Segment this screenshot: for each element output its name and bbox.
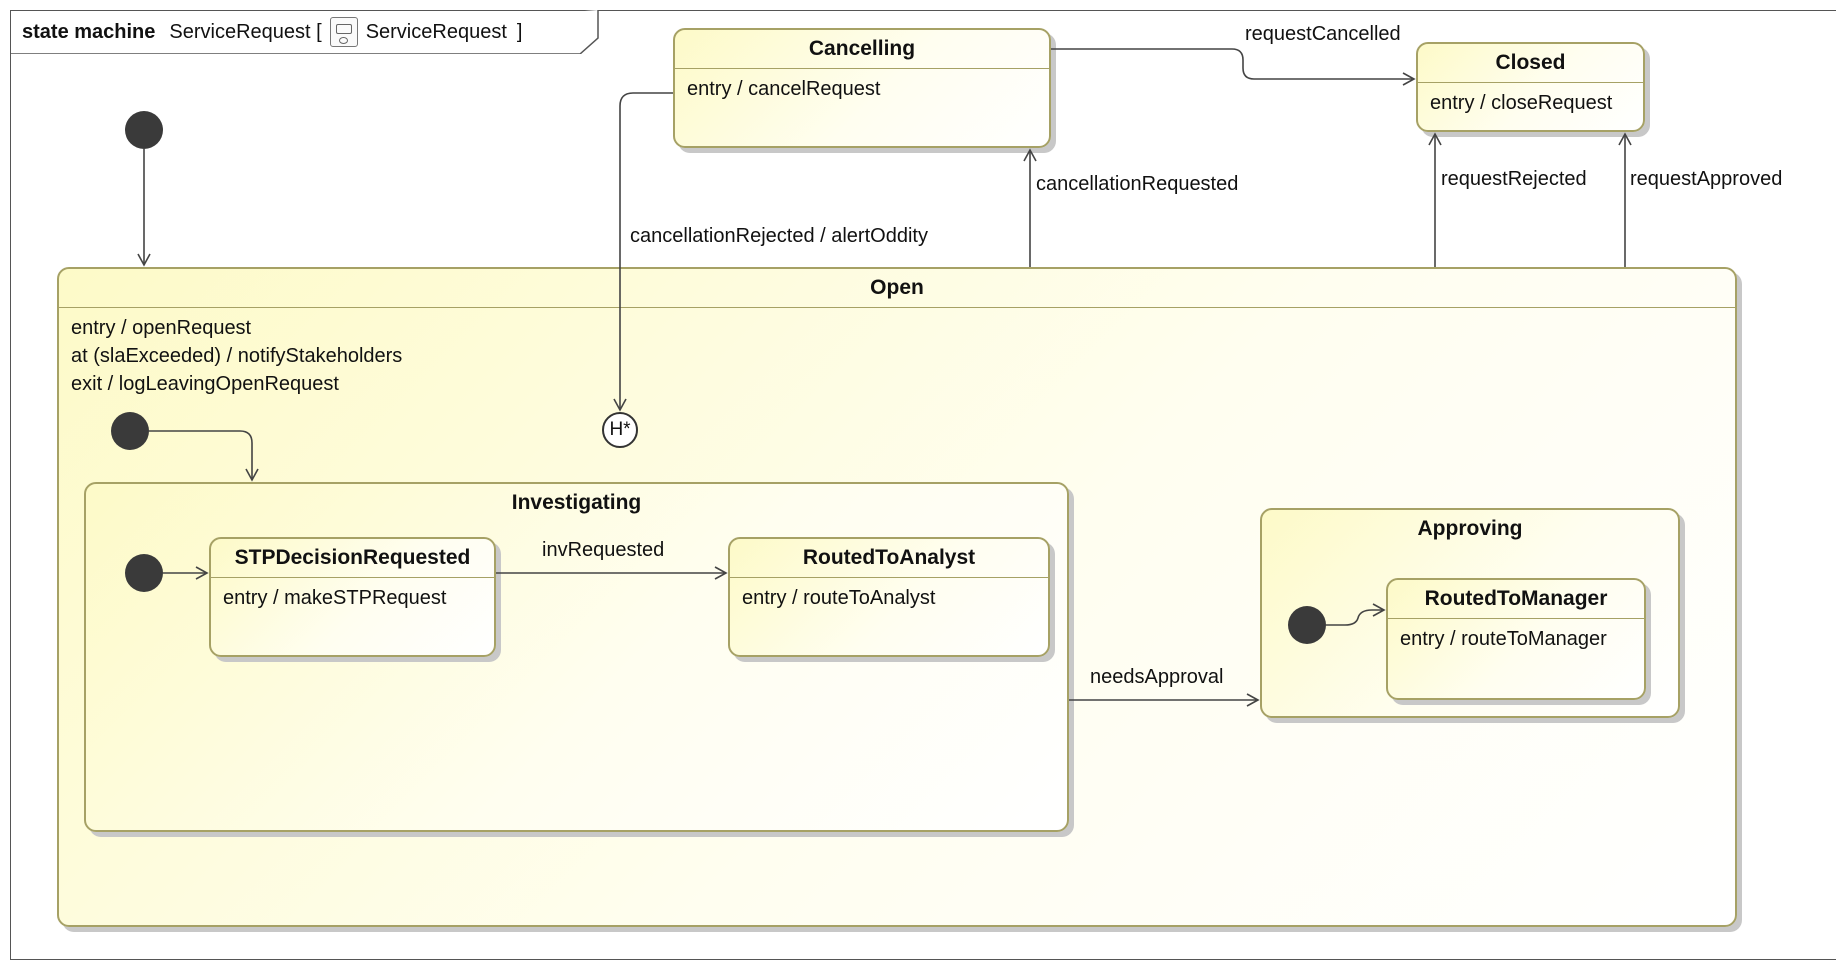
open-at-activity: at (slaExceeded) / notifyStakeholders (71, 345, 403, 367)
state-stp-decision-requested[interactable]: STPDecisionRequested entry / makeSTPRequ… (209, 537, 496, 657)
open-entry-activity: entry / openRequest (71, 317, 252, 339)
frame-close: ] (516, 20, 523, 43)
state-cancelling-name: Cancelling (675, 30, 1049, 69)
initial-pseudostate-open (111, 412, 149, 450)
state-manager-entry: entry / routeToManager (1400, 628, 1607, 650)
state-closed-name: Closed (1418, 44, 1643, 83)
state-cancelling[interactable]: Cancelling entry / cancelRequest (673, 28, 1051, 148)
label-cancellation-requested: cancellationRequested (1036, 173, 1239, 195)
state-analyst-entry: entry / routeToAnalyst (742, 587, 936, 609)
state-analyst-name: RoutedToAnalyst (730, 539, 1048, 578)
state-closed-entry: entry / closeRequest (1430, 92, 1613, 114)
frame-tab-outline (10, 10, 599, 54)
state-stp-entry: entry / makeSTPRequest (223, 587, 447, 609)
state-stp-name: STPDecisionRequested (211, 539, 494, 578)
label-inv-requested: invRequested (542, 539, 665, 561)
state-machine-icon (329, 17, 358, 47)
state-open-name: Open (59, 269, 1735, 308)
frame-header: state machine ServiceRequest [ ServiceRe… (10, 10, 552, 54)
label-cancellation-rejected: cancellationRejected / alertOddity (630, 225, 928, 247)
initial-pseudostate-investigating (125, 554, 163, 592)
frame-tab-shape (10, 10, 599, 54)
label-needs-approval: needsApproval (1090, 666, 1224, 688)
open-exit-activity: exit / logLeavingOpenRequest (71, 373, 339, 395)
frame-name: ServiceRequest [ (169, 20, 322, 43)
state-investigating-name: Investigating (511, 491, 642, 514)
state-cancelling-entry: entry / cancelRequest (687, 78, 881, 100)
state-manager-name: RoutedToManager (1388, 580, 1644, 619)
frame-context: ServiceRequest (365, 20, 507, 43)
frame-keyword: state machine (22, 20, 156, 43)
state-routed-to-manager[interactable]: RoutedToManager entry / routeToManager (1386, 578, 1646, 700)
state-routed-to-analyst[interactable]: RoutedToAnalyst entry / routeToAnalyst (728, 537, 1050, 657)
initial-pseudostate-top (125, 111, 163, 149)
state-closed[interactable]: Closed entry / closeRequest (1416, 42, 1645, 132)
label-request-cancelled: requestCancelled (1245, 23, 1401, 45)
label-request-approved: requestApproved (1630, 168, 1783, 190)
label-request-rejected: requestRejected (1441, 168, 1587, 190)
deep-history-pseudostate: H* (602, 412, 638, 448)
state-approving-name: Approving (1417, 517, 1523, 540)
initial-pseudostate-approving (1288, 606, 1326, 644)
state-investigating[interactable]: Investigating (84, 482, 1069, 832)
